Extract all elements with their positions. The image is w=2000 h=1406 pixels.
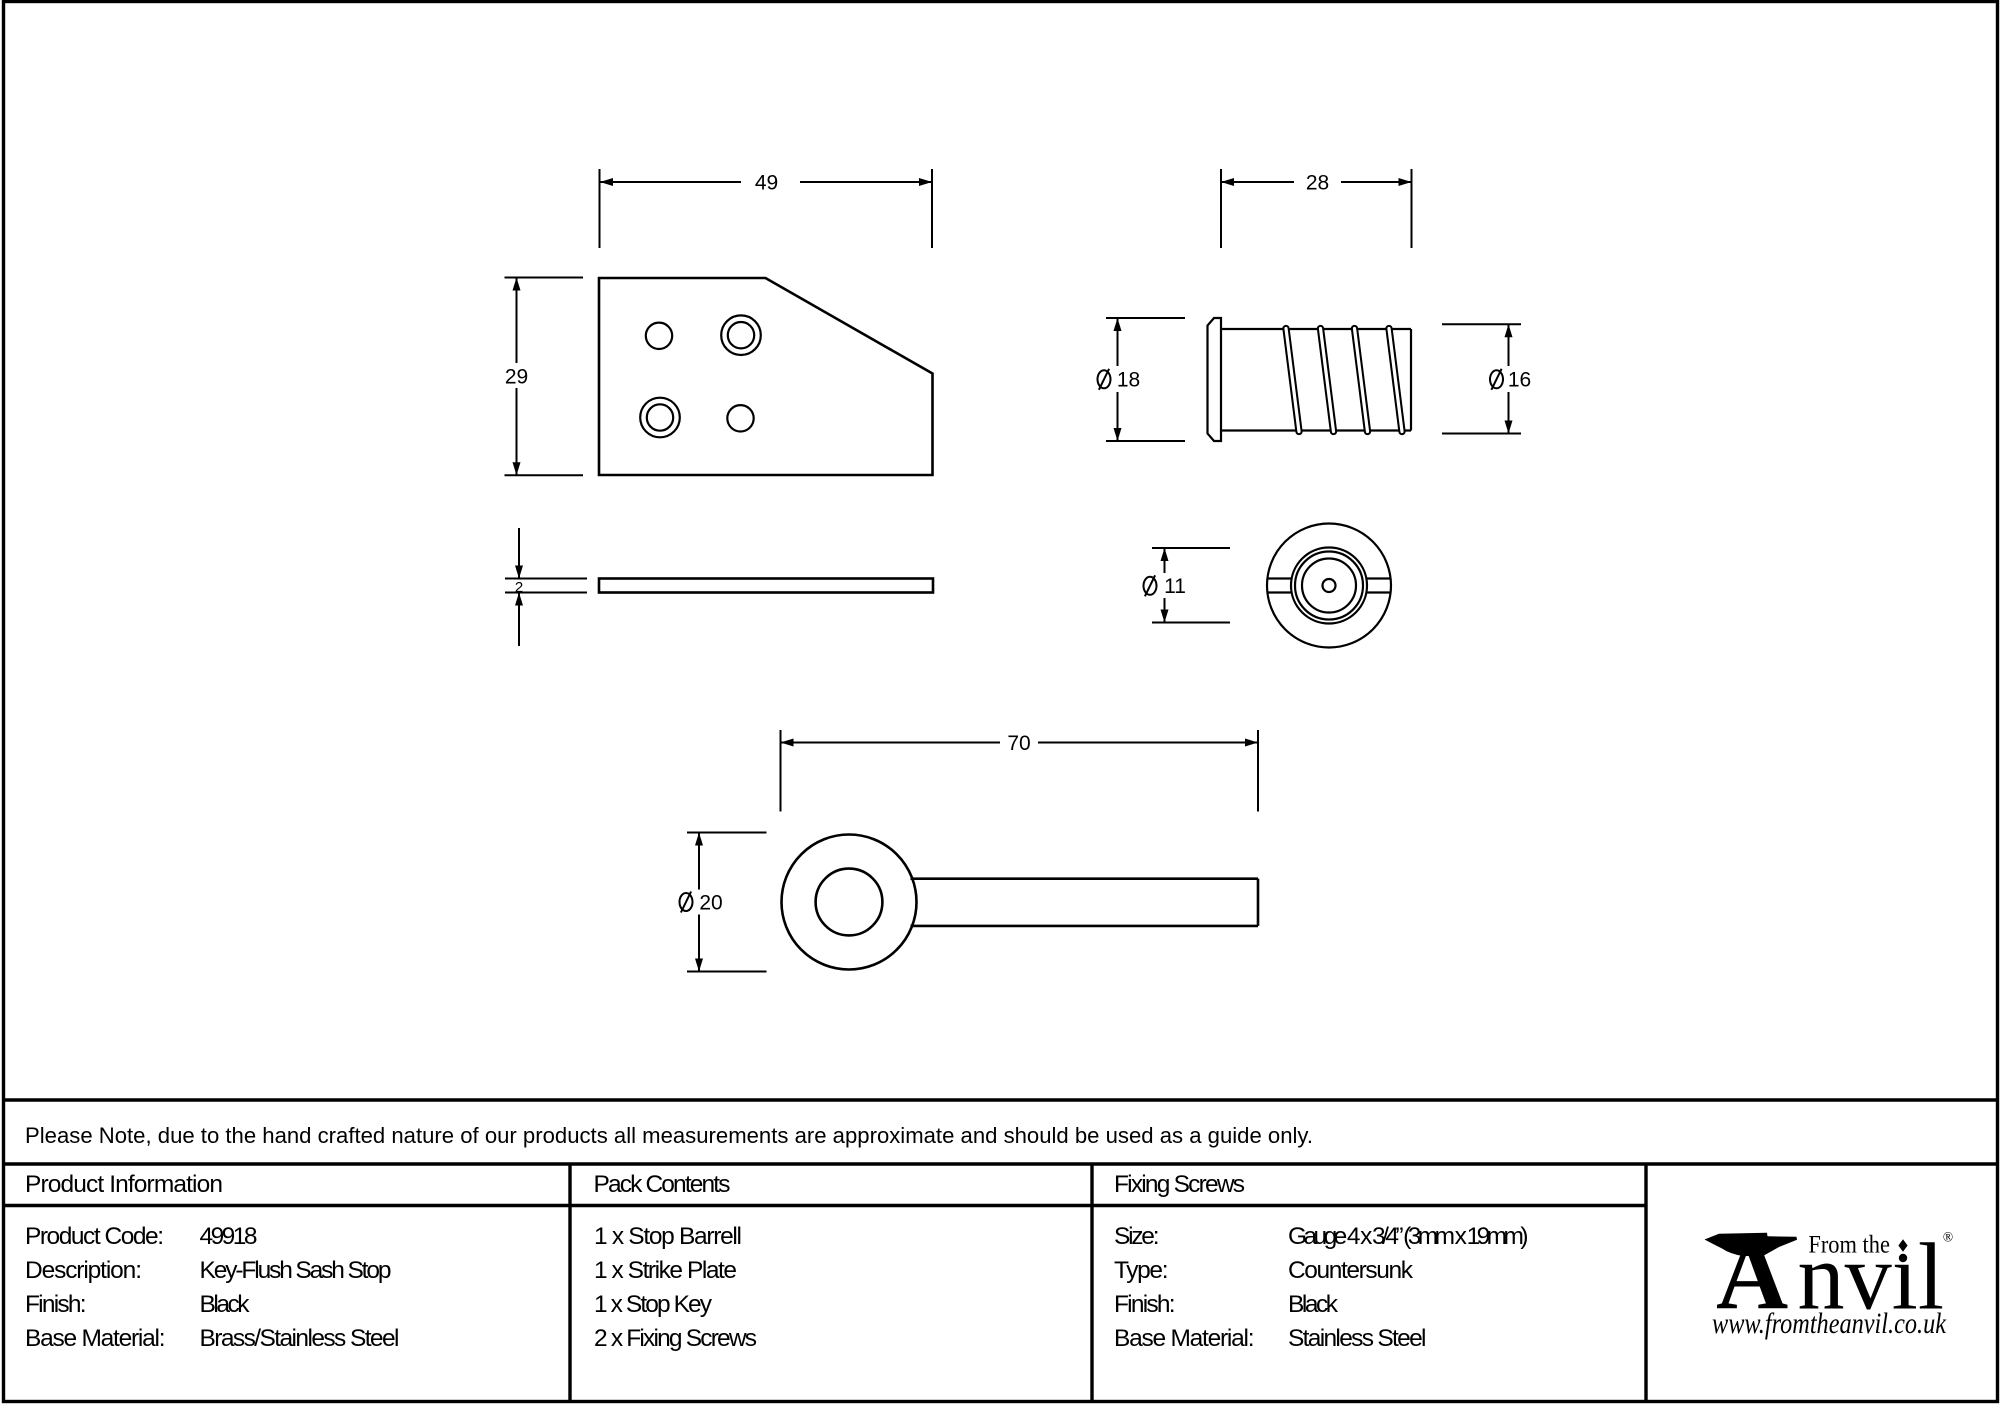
svg-text:Please Note, due to the hand c: Please Note, due to the hand crafted nat… — [25, 1123, 1313, 1148]
svg-text:Gauge 4 x 3/4” (3mm x 19mm): Gauge 4 x 3/4” (3mm x 19mm) — [1288, 1223, 1529, 1250]
svg-text:18: 18 — [1117, 369, 1140, 392]
svg-text:49: 49 — [755, 172, 778, 195]
svg-text:www.fromtheanvil.co.uk: www.fromtheanvil.co.uk — [1712, 1307, 1947, 1340]
svg-text:Brass/Stainless Steel: Brass/Stainless Steel — [200, 1325, 400, 1352]
svg-text:Black: Black — [1288, 1291, 1339, 1318]
svg-text:Finish:: Finish: — [25, 1291, 87, 1318]
svg-text:From the: From the — [1808, 1232, 1890, 1259]
svg-text:Stainless Steel: Stainless Steel — [1288, 1325, 1427, 1352]
svg-text:70: 70 — [1007, 732, 1030, 755]
svg-text:29: 29 — [505, 366, 528, 389]
svg-text:Pack Contents: Pack Contents — [594, 1171, 731, 1198]
svg-text:Black: Black — [200, 1291, 251, 1318]
svg-text:20: 20 — [699, 891, 722, 914]
svg-text:®: ® — [1943, 1230, 1953, 1245]
svg-text:Finish:: Finish: — [1114, 1291, 1176, 1318]
svg-text:nvıl: nvıl — [1798, 1224, 1945, 1330]
svg-text:Description:: Description: — [25, 1257, 142, 1284]
svg-text:28: 28 — [1306, 172, 1329, 195]
svg-text:2 x Fixing Screws: 2 x Fixing Screws — [594, 1325, 757, 1352]
svg-text:16: 16 — [1508, 369, 1531, 392]
svg-text:Fixing Screws: Fixing Screws — [1114, 1171, 1245, 1198]
svg-text:Base Material:: Base Material: — [1114, 1325, 1255, 1352]
svg-text:11: 11 — [1164, 575, 1186, 598]
svg-text:Key-Flush Sash Stop: Key-Flush Sash Stop — [200, 1257, 392, 1284]
svg-text:Base Material:: Base Material: — [25, 1325, 166, 1352]
svg-text:1 x Stop Key: 1 x Stop Key — [594, 1291, 713, 1318]
svg-text:Product Information: Product Information — [25, 1171, 223, 1198]
svg-text:Type:: Type: — [1114, 1257, 1169, 1284]
svg-text:1 x Stop Barrell: 1 x Stop Barrell — [594, 1223, 742, 1250]
svg-text:1 x Strike Plate: 1 x Strike Plate — [594, 1257, 737, 1284]
svg-text:49918: 49918 — [200, 1223, 258, 1250]
svg-text:Countersunk: Countersunk — [1288, 1257, 1414, 1284]
svg-text:Product Code:: Product Code: — [25, 1223, 164, 1250]
svg-text:Size:: Size: — [1114, 1223, 1160, 1250]
svg-text:2: 2 — [515, 579, 523, 596]
